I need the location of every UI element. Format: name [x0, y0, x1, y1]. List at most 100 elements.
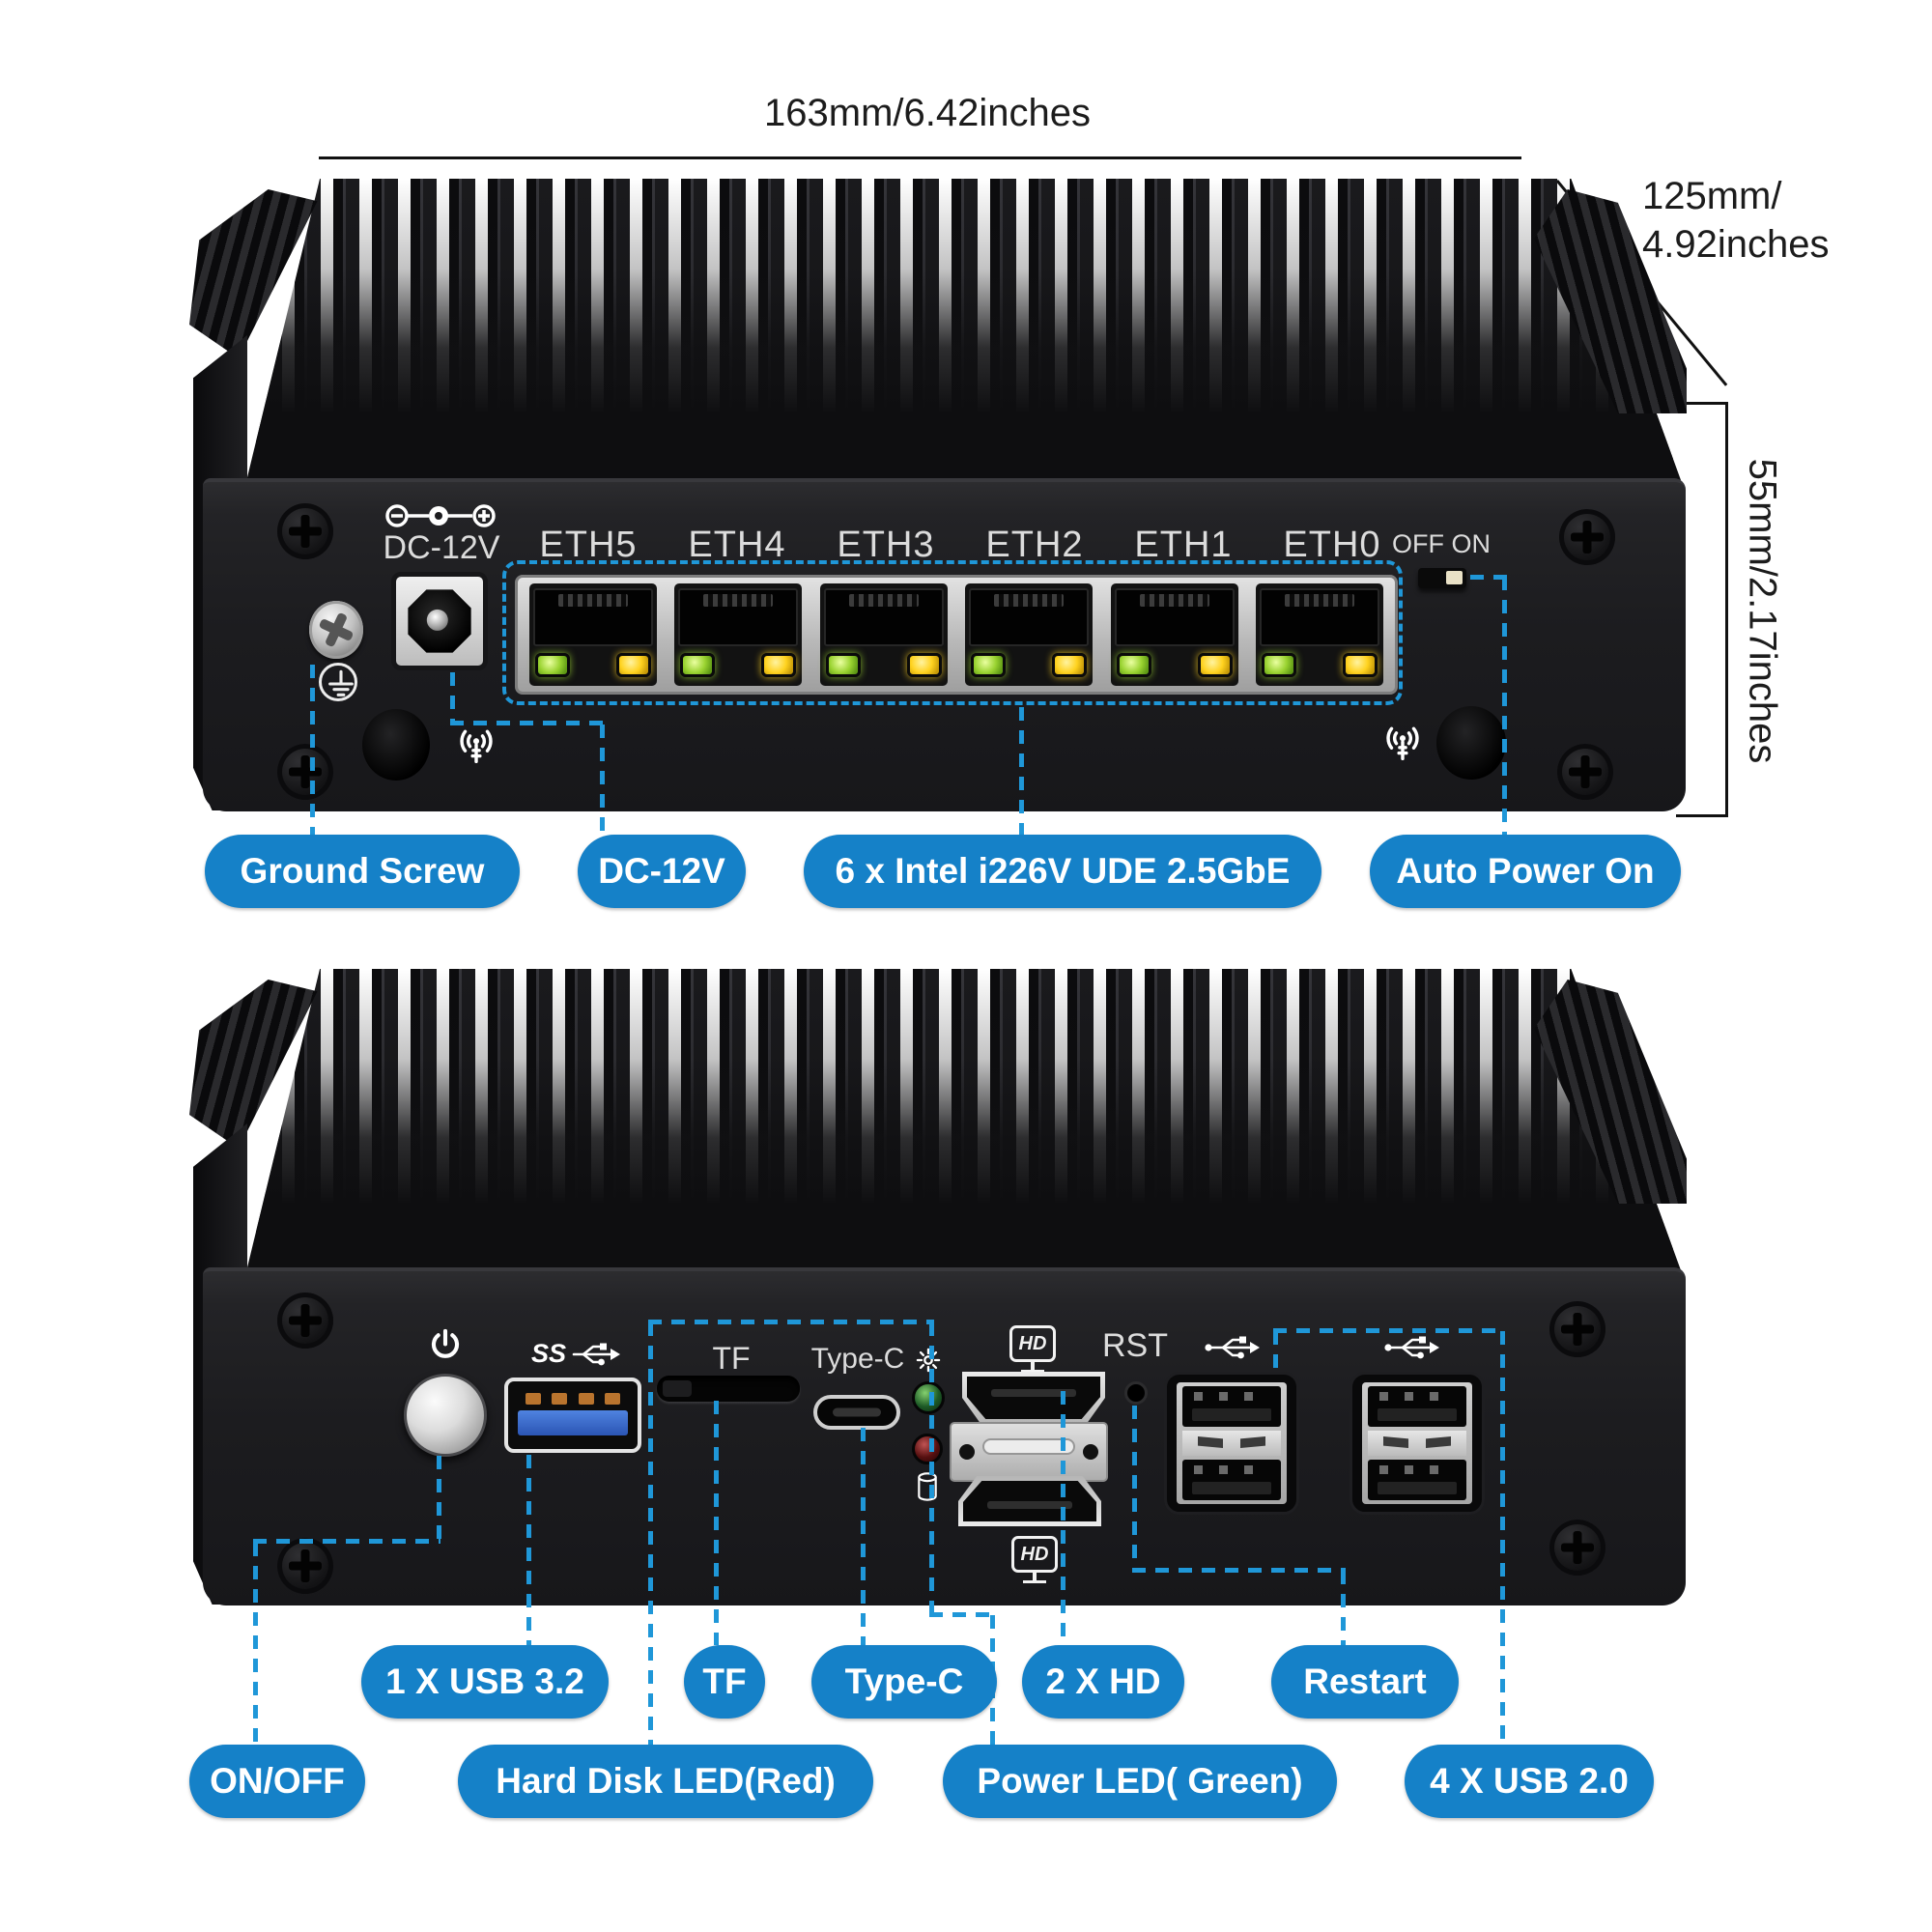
- power-led-green: [912, 1381, 945, 1414]
- link-led-green: [680, 653, 716, 677]
- usb3-tongue: [518, 1410, 628, 1435]
- eth-port-2: [965, 583, 1094, 686]
- activity-led-yellow: [616, 653, 651, 677]
- callout-usb20: 4 X USB 2.0: [1405, 1745, 1654, 1818]
- eth-port-1: [1110, 583, 1238, 686]
- tf-callout-line: [714, 1401, 719, 1645]
- led-callout-bracket: [648, 1320, 934, 1324]
- eth4-label: ETH4: [688, 525, 786, 565]
- activity-led-yellow: [761, 653, 797, 677]
- rj45-cavity: [1114, 588, 1235, 646]
- ground-screw: [309, 601, 363, 659]
- auto-power-switch: [1418, 568, 1466, 588]
- typec-port-label: Type-C: [810, 1343, 905, 1375]
- height-dimension-tick-top: [1676, 402, 1727, 405]
- rj45-cavity: [678, 588, 799, 646]
- usb32-callout-line: [526, 1455, 531, 1645]
- link-led-green: [971, 653, 1007, 677]
- auto-power-switch-label: OFF ON: [1392, 529, 1491, 558]
- wifi-antenna-icon: [1380, 722, 1425, 766]
- ground-screw-callout-line: [310, 665, 315, 835]
- wifi-antenna-icon: [454, 724, 498, 769]
- panel-screw: [1557, 744, 1613, 800]
- rj45-cavity: [1259, 588, 1379, 646]
- hd-icon-text: HD: [1020, 1543, 1049, 1565]
- usb2-port-stack: [1350, 1372, 1485, 1515]
- usb3-icon: SS: [531, 1339, 622, 1369]
- dc-jack-pin: [426, 609, 448, 631]
- link-led-green: [1116, 653, 1151, 677]
- bracket-slot: [982, 1438, 1075, 1456]
- restart-callout-line: [1132, 1568, 1346, 1573]
- bracket-standoff: [959, 1444, 975, 1460]
- panel-screw: [1559, 509, 1615, 565]
- hd-display-icon: HD: [1011, 1536, 1058, 1573]
- usb2-port: [1368, 1386, 1466, 1427]
- callout-usb32: 1 X USB 3.2: [361, 1645, 609, 1719]
- usb2-port: [1182, 1386, 1281, 1427]
- usb2-icon: [1204, 1333, 1262, 1362]
- ethernet-port-block: [515, 575, 1398, 695]
- power-icon: [427, 1327, 464, 1364]
- panel-screw: [277, 1293, 333, 1349]
- callout-typec: Type-C: [811, 1645, 997, 1719]
- antenna-hole: [362, 709, 430, 781]
- usb2-port: [1182, 1460, 1281, 1500]
- eth-port-4: [674, 583, 803, 686]
- hd-callout-line: [1061, 1391, 1065, 1657]
- dc-power-jack: [391, 572, 488, 670]
- hd-display-icon: HD: [1009, 1325, 1056, 1362]
- hard-disk-icon: [915, 1470, 940, 1503]
- callout-restart: Restart: [1271, 1645, 1459, 1719]
- activity-led-yellow: [1197, 653, 1233, 677]
- eth2-label: ETH2: [985, 525, 1084, 565]
- panel-screw: [1549, 1520, 1605, 1576]
- ethernet-callout-line: [1019, 707, 1024, 835]
- callout-ground-screw: Ground Screw: [205, 835, 520, 908]
- callout-dc-12v: DC-12V: [578, 835, 746, 908]
- panel-screw: [277, 1538, 333, 1594]
- usb20-callout-bracket: [1273, 1328, 1505, 1333]
- heatsink-fins: [246, 179, 1681, 480]
- height-dimension-line: [1725, 402, 1728, 817]
- panel-screw: [277, 503, 333, 559]
- depth-dimension-label: 125mm/ 4.92inches: [1642, 172, 1829, 269]
- rj45-cavity: [823, 588, 944, 646]
- tf-card-slot: [657, 1376, 800, 1402]
- rj45-cavity: [969, 588, 1090, 646]
- hd-port-bottom: [958, 1476, 1101, 1526]
- link-led-green: [825, 653, 861, 677]
- eth3-label: ETH3: [837, 525, 935, 565]
- onoff-callout-line: [253, 1539, 440, 1544]
- dc-callout-line: [600, 724, 605, 835]
- onoff-callout-line: [253, 1543, 258, 1745]
- callout-tf: TF: [684, 1645, 765, 1719]
- hdd-led-callout-line: [648, 1322, 653, 1745]
- restart-callout-line: [1132, 1406, 1137, 1571]
- usb20-callout-line: [1273, 1331, 1278, 1374]
- callout-hd: 2 X HD: [1022, 1645, 1184, 1719]
- dc-callout-line: [450, 672, 455, 724]
- panel-screw: [1549, 1301, 1605, 1357]
- eth0-label: ETH0: [1283, 525, 1381, 565]
- width-dimension-label: 163mm/6.42inches: [764, 92, 1091, 134]
- eth5-label: ETH5: [539, 525, 638, 565]
- dc-port-label: DC-12V: [383, 529, 500, 566]
- height-dimension-tick-bottom: [1676, 814, 1727, 817]
- callout-ethernet: 6 x Intel i226V UDE 2.5GbE: [804, 835, 1321, 908]
- tf-slot-label: TF: [712, 1341, 751, 1376]
- depth-dimension-line1: 125mm/: [1642, 175, 1782, 217]
- usb3-icon-text: SS: [531, 1339, 567, 1368]
- usb3-pins: [526, 1393, 620, 1405]
- power-led-icon: [915, 1347, 942, 1374]
- panel-screw: [277, 744, 333, 800]
- usb2-port-stack: [1164, 1372, 1299, 1515]
- height-dimension-label: 55mm/2.17inches: [1741, 458, 1784, 764]
- power-button: [404, 1374, 487, 1457]
- eth-port-5: [529, 583, 657, 686]
- hd-port-bracket: [950, 1422, 1108, 1482]
- typec-port: [813, 1395, 900, 1430]
- eth1-label: ETH1: [1134, 525, 1233, 565]
- activity-led-yellow: [1052, 653, 1088, 677]
